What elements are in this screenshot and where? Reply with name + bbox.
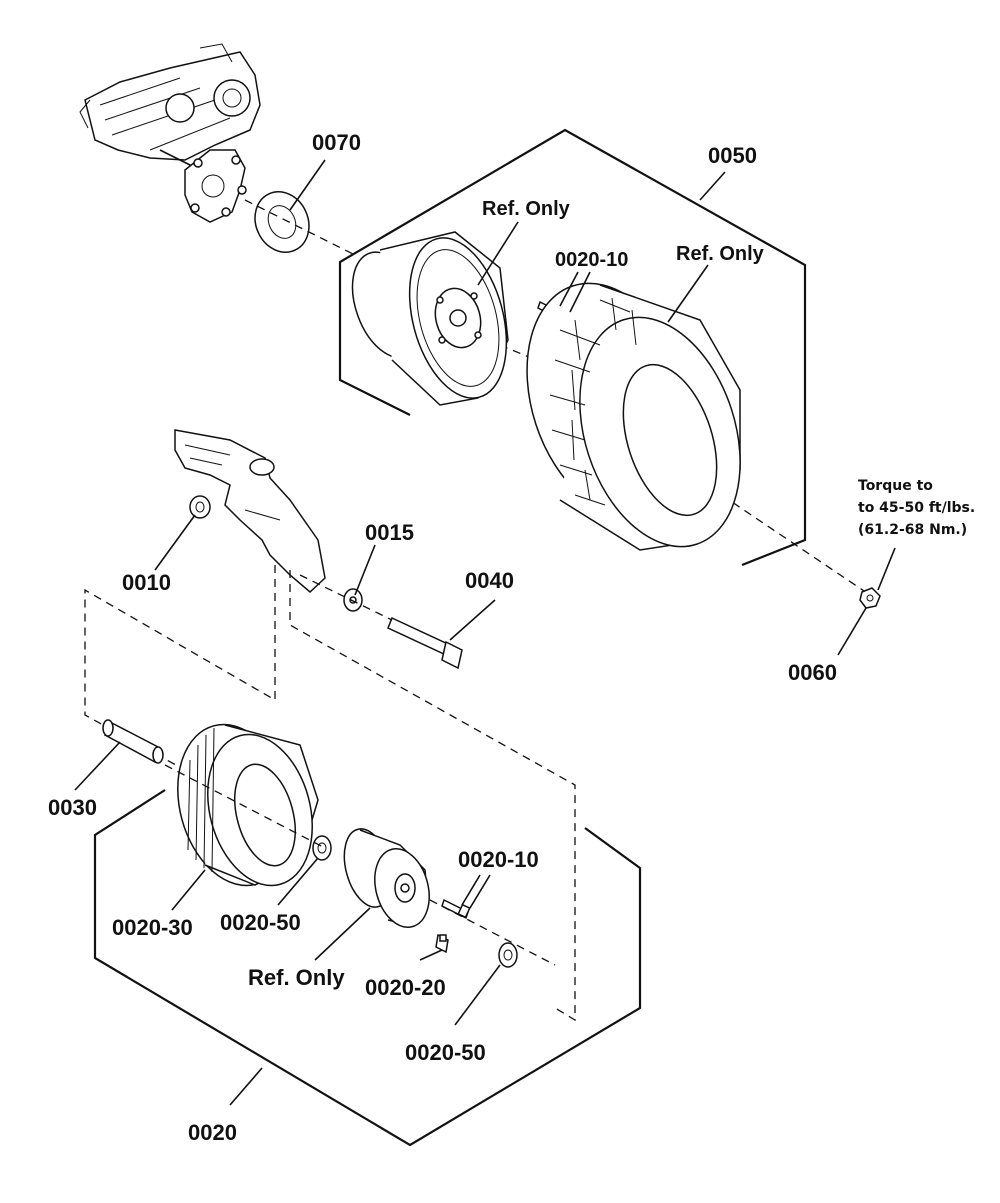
- label-0030: 0030: [48, 795, 97, 820]
- part-0020-50-bushing-right: [498, 942, 518, 968]
- part-0020-50-bushing-left: [312, 835, 332, 861]
- label-ref-only-rim: Ref. Only: [482, 198, 571, 220]
- label-0015: 0015: [365, 520, 414, 545]
- part-0010-nut: [189, 495, 211, 519]
- caster-fork-frame: [174, 429, 326, 594]
- label-0020-50-right: 0020-50: [405, 1040, 486, 1065]
- label-torque-line3: (61.2-68 Nm.): [858, 522, 967, 538]
- label-0020-30: 0020-30: [112, 915, 193, 940]
- caster-tire: [177, 723, 319, 887]
- part-0020-20-grease-fitting: [435, 933, 449, 954]
- label-0020-50-left: 0020-50: [220, 910, 301, 935]
- label-0020-10-top: 0020-10: [555, 249, 628, 271]
- rear-tire: [526, 282, 741, 551]
- label-ref-only-caster: Ref. Only: [248, 965, 345, 990]
- label-0040: 0040: [465, 568, 514, 593]
- rear-rim: [351, 231, 509, 406]
- label-0020-20: 0020-20: [365, 975, 446, 1000]
- assembly-0050-bracket: [338, 128, 807, 567]
- label-0020-10-bottom: 0020-10: [458, 847, 539, 872]
- part-0070-spacer: [254, 191, 310, 253]
- caster-rim: [343, 828, 430, 928]
- part-0040-bolt: [299, 574, 463, 670]
- label-0070: 0070: [312, 130, 361, 155]
- assembly-0020-bracket: [93, 789, 642, 1147]
- label-0050: 0050: [708, 143, 757, 168]
- part-0015-washer: [343, 588, 363, 612]
- hub-flange: [184, 149, 247, 223]
- label-0020: 0020: [188, 1120, 237, 1145]
- label-torque-line1: Torque to: [858, 478, 933, 494]
- label-torque-line2: to 45-50 ft/lbs.: [858, 500, 975, 516]
- leader-lines: [74, 159, 896, 1106]
- part-0060-nut: [859, 587, 881, 609]
- lug-bolt-bottom: [441, 898, 471, 920]
- part-0030-axle-tube: [102, 719, 164, 764]
- label-ref-only-tire: Ref. Only: [676, 243, 765, 265]
- label-0060: 0060: [788, 660, 837, 685]
- label-0010: 0010: [122, 570, 171, 595]
